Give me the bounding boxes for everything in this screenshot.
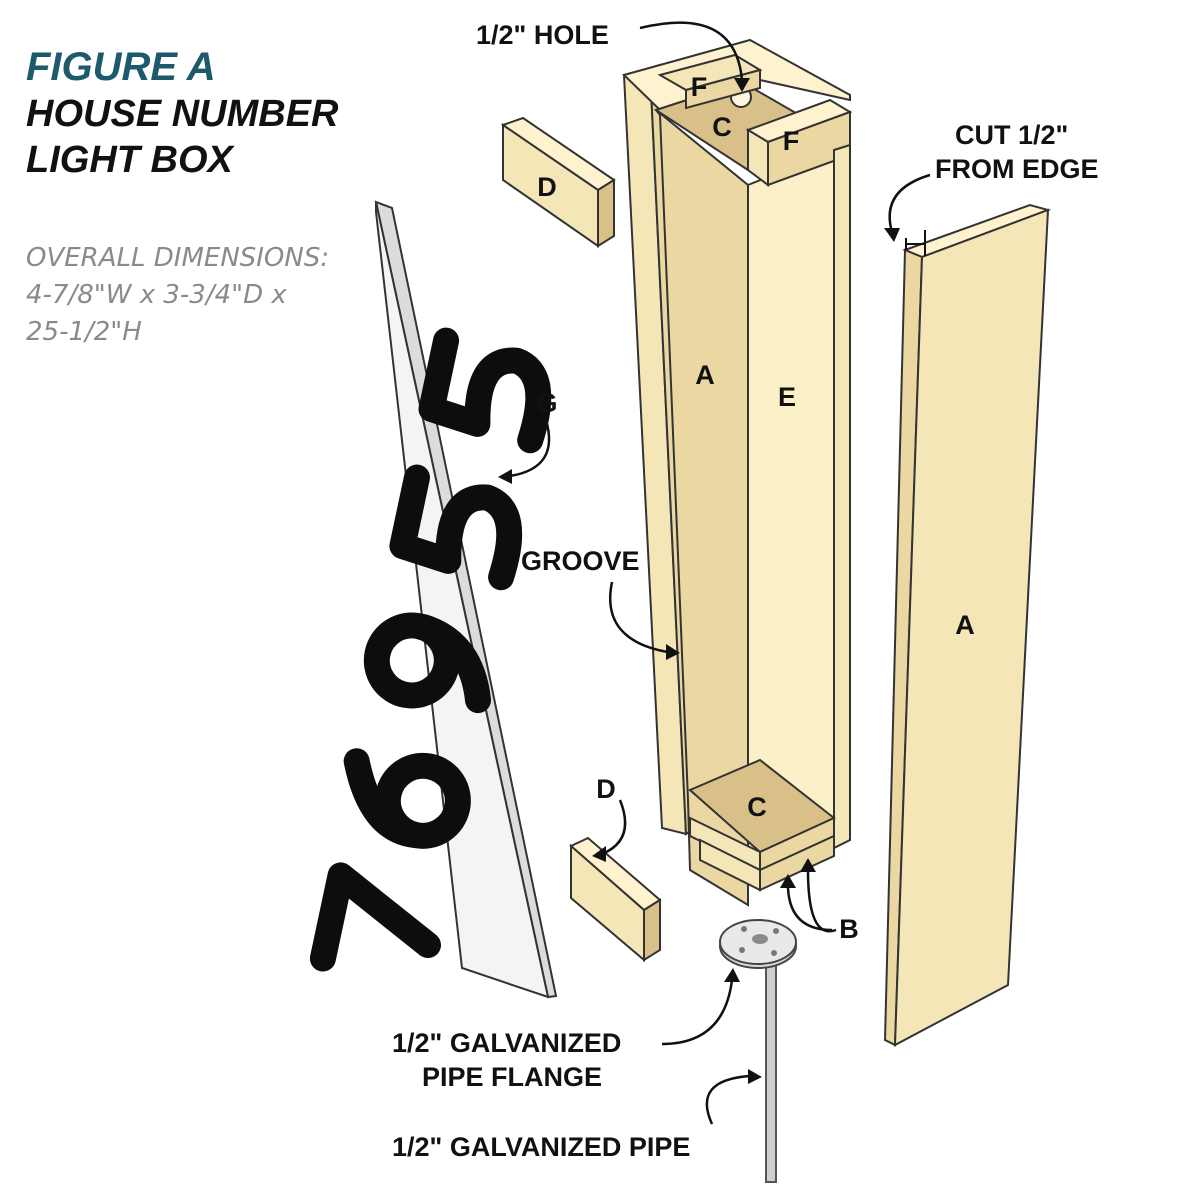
part-label-e: E (778, 382, 796, 412)
callout-flange-line-1: 1/2" GALVANIZED (392, 1028, 621, 1058)
box-right-edge (833, 143, 851, 850)
figure-label: FIGURE A (26, 45, 216, 89)
part-label-c-top: C (712, 112, 732, 142)
callout-cut-line-2: FROM EDGE (935, 154, 1099, 184)
panel-g (309, 200, 558, 999)
block-d-bottom (569, 836, 662, 963)
galvanized-pipe (765, 959, 777, 1183)
dimensions-line-2: 4-7/8"W x 3-3/4"D x (26, 280, 287, 310)
part-label-f-top-left: F (691, 72, 708, 102)
part-label-a-left: A (695, 360, 715, 390)
digit-5-second (418, 327, 552, 454)
digit-5-first (389, 464, 523, 591)
panel-a-right (883, 203, 1052, 1047)
part-label-c-bottom: C (747, 792, 767, 822)
house-number (309, 327, 552, 972)
callout-flange-line-2: PIPE FLANGE (422, 1062, 602, 1092)
digit-6 (343, 748, 471, 849)
pipe-assembly (719, 919, 797, 1183)
digit-7 (309, 862, 441, 972)
part-label-b: B (839, 914, 859, 944)
part-label-d-top: D (537, 172, 557, 202)
box-assembly (622, 38, 853, 907)
part-label-d-bottom: D (596, 774, 616, 804)
part-label-g: G (536, 388, 557, 418)
callout-cut-line-1: CUT 1/2" (955, 120, 1068, 150)
title-line-2: LIGHT BOX (26, 139, 236, 181)
digit-9 (363, 612, 492, 714)
callout-groove: GROOVE (521, 546, 640, 576)
dimensions-line-3: 25-1/2"H (26, 317, 142, 347)
part-label-f-top-right: F (783, 126, 800, 156)
block-d-top (500, 116, 616, 248)
callout-pipe: 1/2" GALVANIZED PIPE (392, 1132, 690, 1162)
title-line-1: HOUSE NUMBER (26, 93, 339, 135)
acrylic-panel (375, 201, 550, 999)
dimensions-line-1: OVERALL DIMENSIONS: (26, 243, 329, 273)
callout-hole: 1/2" HOLE (476, 20, 609, 50)
part-label-a-right: A (955, 610, 975, 640)
callout-arrows (498, 21, 931, 1125)
